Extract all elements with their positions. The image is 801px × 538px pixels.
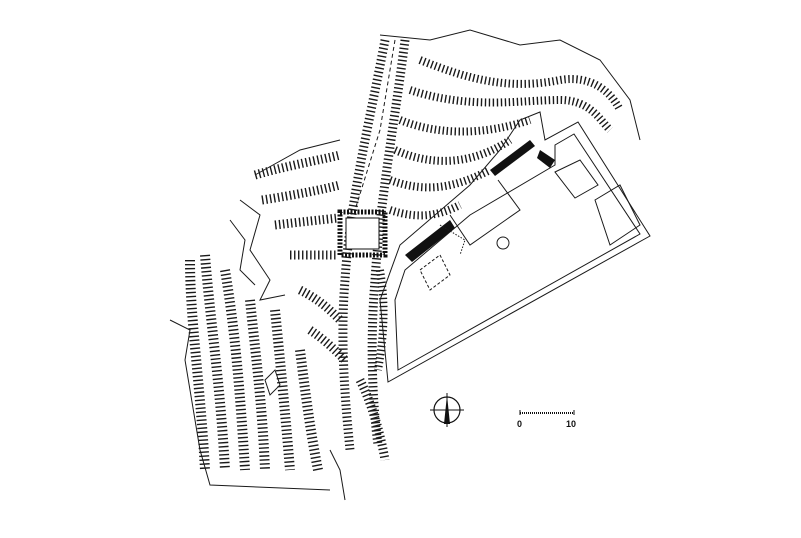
slope-hachures: [185, 39, 624, 471]
scale-start-label: 0: [517, 419, 523, 429]
square-tower: [337, 209, 388, 258]
terrain-outlines: [169, 29, 641, 501]
enclosure-walls: [379, 111, 651, 383]
scale-bar: [519, 410, 575, 415]
north-arrow-icon: [430, 393, 464, 427]
scale-end-label: 10: [566, 419, 577, 429]
